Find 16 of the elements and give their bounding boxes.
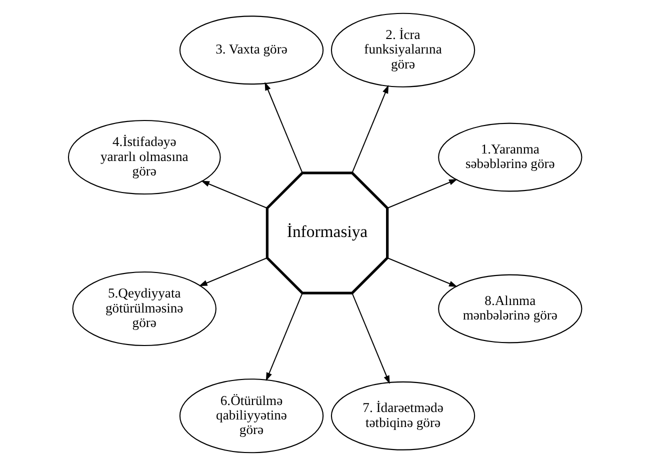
node-ellipse: 3. Vaxta görə [178, 15, 324, 84]
node-ellipse: 4.İstifadəyə yararlı olmasına görə [67, 119, 220, 194]
node-ellipse: 5.Qeydiyyata götürülməsinə görə [72, 270, 216, 346]
arrow [351, 292, 390, 384]
arrow [200, 180, 267, 208]
arrow [265, 292, 302, 381]
node-ellipse: 6.Ötürülmə qabiliyyətinə görə [178, 378, 324, 453]
arrow [198, 257, 267, 286]
node-ellipse: 1.Yaranma səbəblərinə görə [438, 122, 582, 192]
arrow [351, 84, 388, 172]
node-ellipse: 2. İcra funksiyalarına görə [330, 12, 475, 87]
node-ellipse: 8.Alınma mənbələrinə görə [438, 274, 582, 343]
arrow [386, 178, 457, 208]
node-ellipse: 7. İdarəetmədə tətbiqinə görə [330, 380, 475, 450]
arrow [264, 82, 302, 172]
arrow [386, 257, 457, 286]
